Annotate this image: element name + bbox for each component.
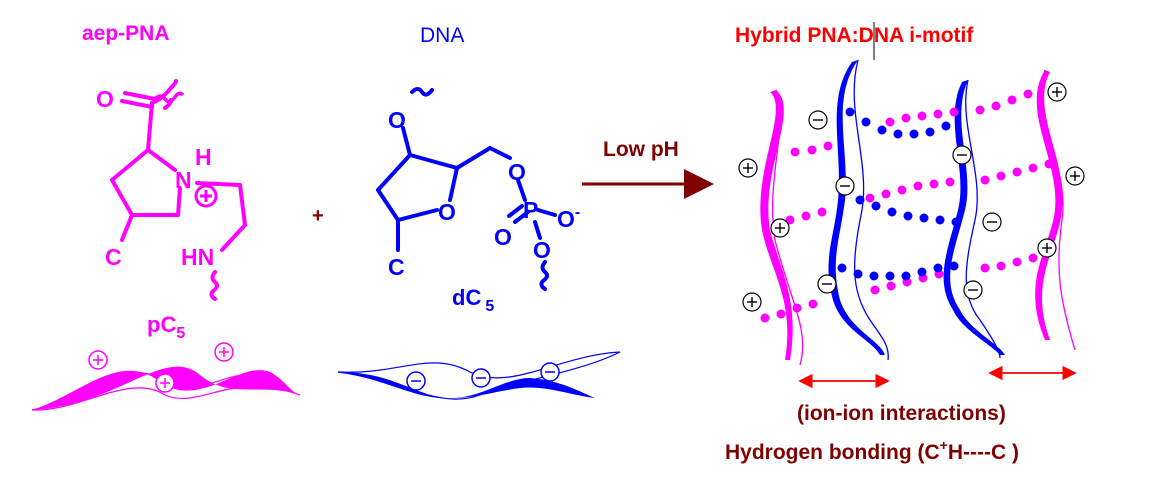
reaction-arrow: Low pH [582,138,714,199]
imotif-diagram: Hybrid PNA:DNA i-motif [725,22,1085,464]
dna-atom-P: P [523,197,538,223]
dna-atom-O1: O [388,107,406,133]
pna-atom-HN: HN [181,244,214,270]
imotif-title: Hybrid PNA:DNA i-motif [735,24,974,47]
dna-bonds [376,87,557,291]
dna-atom-O3: O [508,159,526,185]
pna-bonds [110,79,247,301]
dna-atom-O2: O [438,199,456,225]
minus-charge-icon [952,145,972,165]
caption-hydrogen-bonding: Hydrogen bonding (C+H----C ) [725,437,1019,464]
dna-strand-left [828,59,889,361]
minus-charge-icon [471,368,491,388]
minus-charge-icon [540,362,560,382]
plus-charge-icon [738,158,758,178]
dna-title: DNA [420,24,464,47]
plus-sign: + [312,205,324,227]
minus-charge-icon [817,274,837,294]
dna-strand-cartoon [337,351,621,400]
pna-atom-H: H [195,144,212,170]
pna-atom-O: O [96,86,114,112]
pna-title: aep-PNA [82,22,170,45]
plus-charge-icon [155,373,175,393]
minus-charge-icon [835,176,855,196]
plus-charge-icon [742,292,762,312]
pna-strand-left [760,89,804,366]
plus-charge-icon [1047,82,1067,102]
minus-charge-icon [808,110,828,130]
plus-charge-icon [1037,238,1057,258]
arrow-label: Low pH [603,138,679,161]
imotif-charges [738,82,1085,312]
base-pair-dots [760,89,1054,323]
pna-strand-right [1035,69,1076,351]
dna-atom-O4: O [494,224,512,250]
plus-charge-icon [88,350,108,370]
plus-charge-icon [1065,166,1085,186]
pna-strand-cartoon [31,342,301,411]
minus-charge-icon [406,371,426,391]
dna-atom-O5: O [533,237,551,263]
pna-positive-charge-icon [194,184,218,208]
dna-atom-Ominus: O- [557,204,580,232]
minus-charge-icon [982,212,1002,232]
pna-name: pC5 [147,312,185,342]
plus-charge-icon [214,342,234,362]
minus-charge-icon [963,280,983,300]
pna-atom-C: C [105,244,122,270]
plus-charge-icon [770,218,790,238]
pna-structure: aep-PNA O N H C HN pC5 [82,22,247,342]
caption-ion-interactions: (ion-ion interactions) [797,402,1006,425]
pna-atom-N: N [175,167,192,193]
dna-atom-C: C [388,254,405,280]
